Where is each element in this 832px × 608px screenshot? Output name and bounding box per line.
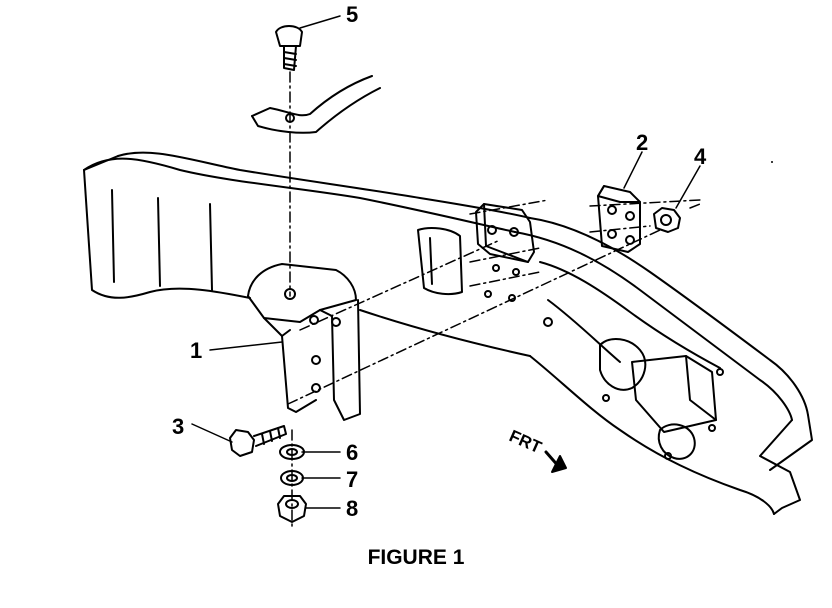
frame-rail <box>83 151 813 515</box>
callout-1: 1 <box>190 338 202 363</box>
callout-3: 3 <box>172 414 184 439</box>
front-direction-arrow-icon <box>544 450 567 473</box>
frame-opening <box>417 227 463 296</box>
leader-lines <box>191 15 701 509</box>
frame-bracket <box>475 203 535 302</box>
callout-7: 7 <box>346 467 358 492</box>
callout-5: 5 <box>346 2 358 27</box>
callout-4: 4 <box>694 144 707 169</box>
callout-2: 2 <box>636 130 648 155</box>
bolt-item-5 <box>275 25 303 71</box>
front-direction-label: FRT <box>506 426 544 457</box>
callout-8: 8 <box>346 496 358 521</box>
nut-item-4 <box>653 207 681 233</box>
assembly-centerlines <box>287 71 701 529</box>
plate-item-2 <box>597 185 641 253</box>
bracket-item-1 <box>247 263 361 421</box>
callout-6: 6 <box>346 440 358 465</box>
upper-strap <box>251 75 381 134</box>
figure-caption: FIGURE 1 <box>367 546 465 569</box>
bolt-item-3 <box>229 425 287 457</box>
